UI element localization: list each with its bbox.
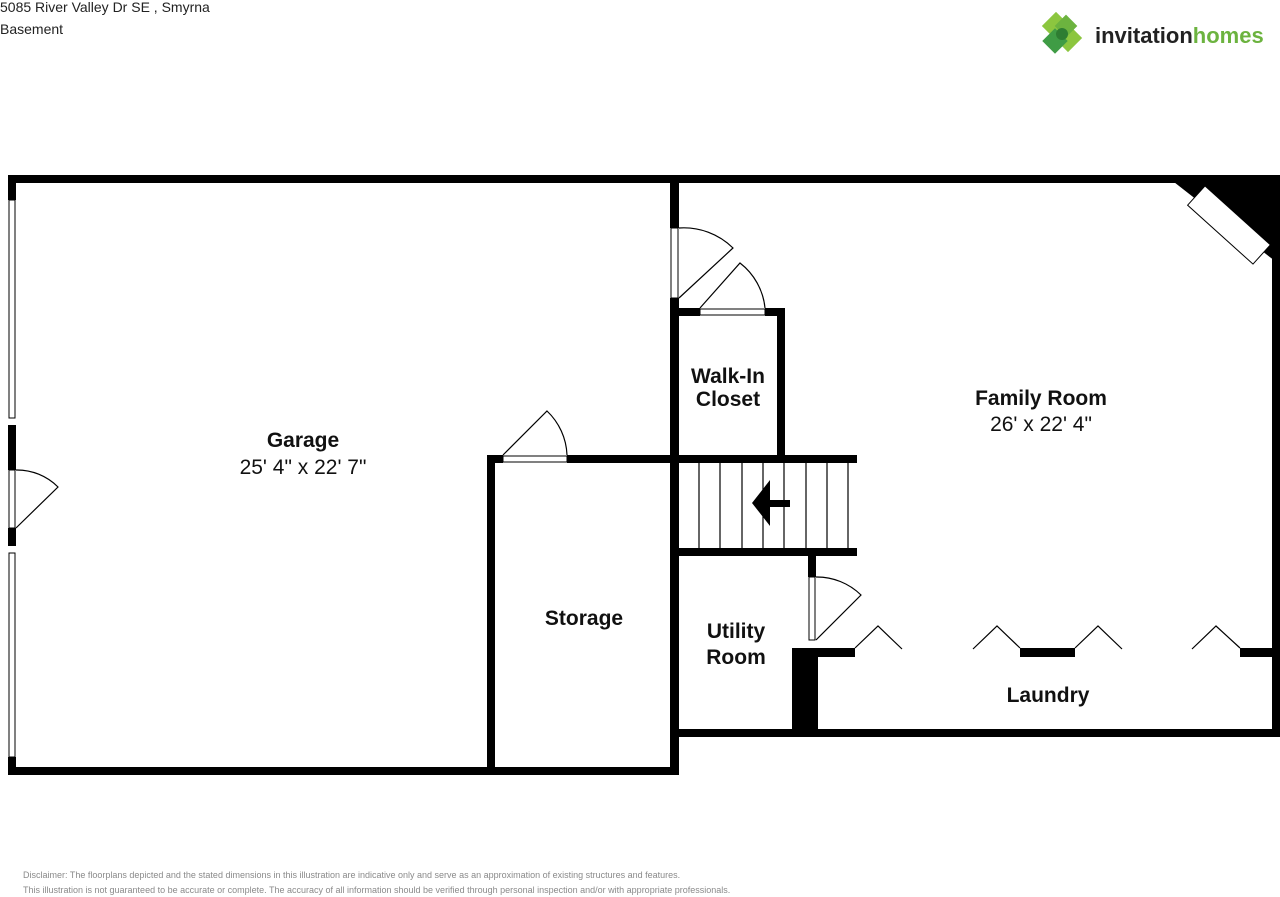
door-frame: [502, 455, 568, 463]
room-name-utility: Utility: [707, 620, 766, 643]
stairs: [679, 463, 857, 556]
wall: [1272, 175, 1280, 737]
wall: [670, 308, 700, 316]
room-dims-family-room: 26' x 22' 4": [990, 413, 1092, 436]
door-frame: [8, 469, 16, 529]
logo-text-accent: homes: [1193, 23, 1264, 48]
wall: [670, 175, 679, 228]
wall: [670, 298, 679, 775]
invitation-homes-logo: invitationhomes: [1041, 12, 1264, 54]
door-frame: [808, 576, 816, 641]
wall: [679, 729, 1280, 737]
door-swing: [678, 227, 734, 299]
door-swing: [502, 410, 568, 456]
room-name-garage: Garage: [267, 429, 339, 452]
disclaimer-line-1: Disclaimer: The floorplans depicted and …: [23, 870, 681, 880]
floor-level: Basement: [0, 21, 64, 37]
disclaimer-line-2: This illustration is not guaranteed to b…: [23, 885, 731, 895]
property-address: 5085 River Valley Dr SE , Smyrna: [0, 0, 210, 15]
wall: [8, 757, 16, 775]
door-frame: [670, 227, 679, 299]
bifold-doors: [854, 625, 1241, 650]
wall: [792, 648, 818, 737]
wall: [487, 455, 495, 775]
wall: [816, 648, 855, 657]
room-name-family-room: Family Room: [975, 387, 1107, 410]
wall: [765, 308, 785, 316]
wall: [567, 455, 857, 463]
door-swing: [815, 576, 862, 641]
wall: [1020, 648, 1075, 657]
wall: [777, 308, 785, 463]
wall: [808, 556, 816, 577]
svg-text:invitationhomes: invitationhomes: [1095, 23, 1264, 48]
window: [8, 552, 16, 758]
wall: [8, 175, 16, 200]
door-swing: [699, 262, 766, 309]
logo-mark-icon: [1041, 12, 1083, 54]
fireplace: [1186, 185, 1272, 265]
arrow-left-icon: [752, 480, 790, 526]
room-name-utility-room: Room: [706, 646, 766, 669]
room-name-laundry: Laundry: [1007, 684, 1090, 707]
wall: [1240, 648, 1280, 657]
wall: [8, 528, 16, 546]
wall: [8, 767, 679, 775]
logo-text-main: invitation: [1095, 23, 1193, 48]
door-frame: [699, 308, 766, 316]
room-dims-garage: 25' 4" x 22' 7": [240, 456, 367, 479]
window: [8, 199, 16, 419]
door-swing: [15, 469, 59, 529]
room-name-storage: Storage: [545, 607, 623, 630]
wall: [8, 425, 16, 470]
room-name-walkin: Walk-In: [691, 365, 765, 388]
wall: [8, 175, 1280, 183]
room-name-closet: Closet: [696, 388, 760, 411]
